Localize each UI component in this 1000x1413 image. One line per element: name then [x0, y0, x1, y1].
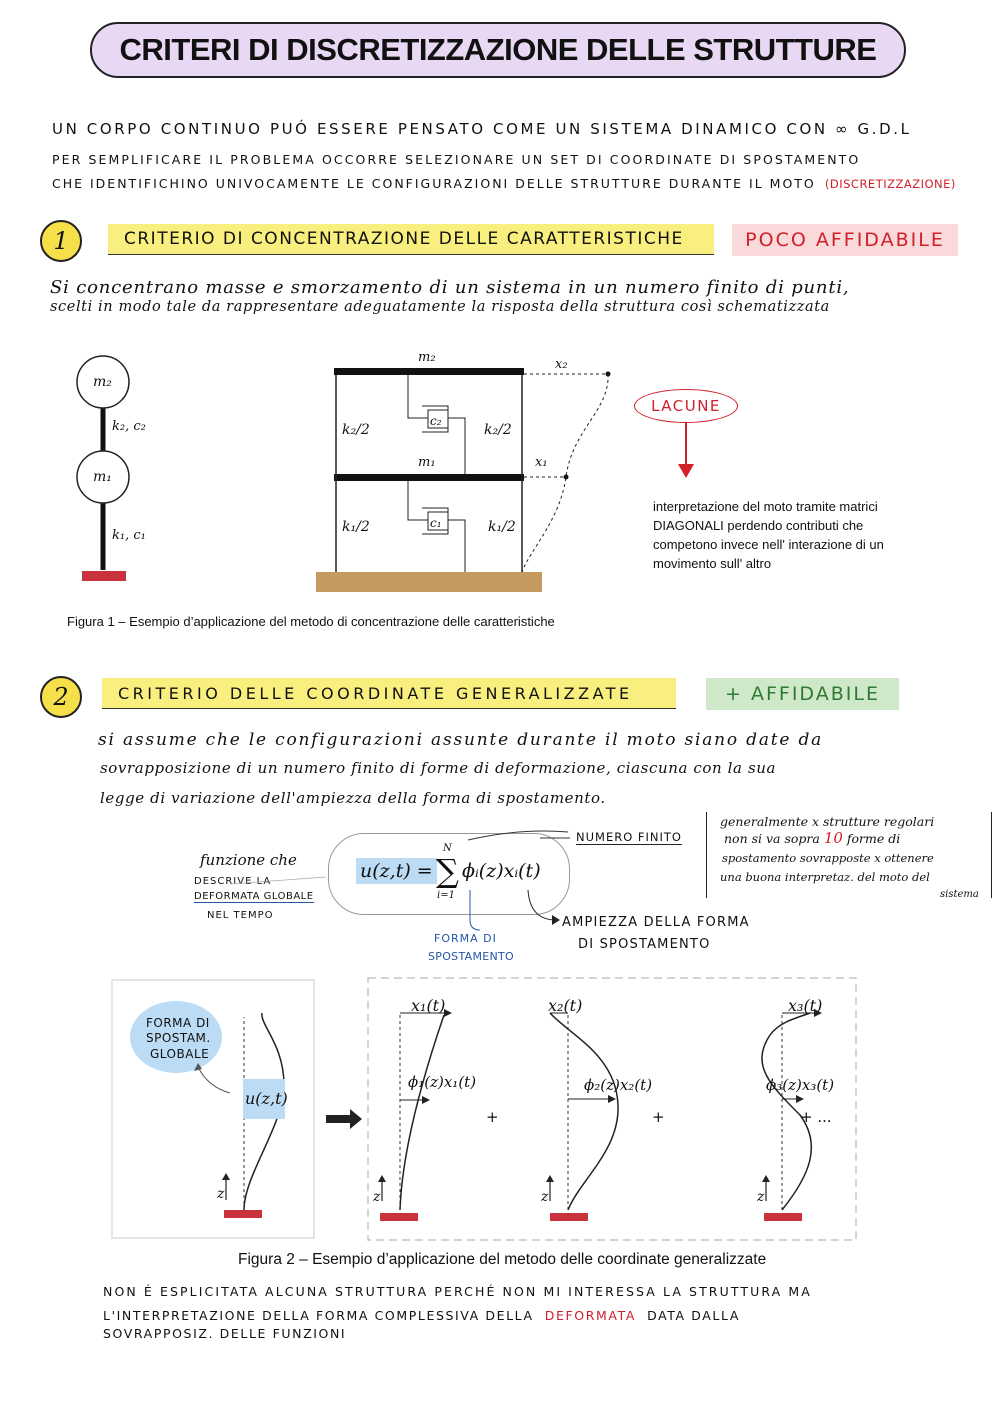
plus-sign-3: + ...	[800, 1108, 832, 1126]
section-2-text-2: sovrapposizione di un numero finito di f…	[100, 759, 777, 777]
side-note-b-number: 10	[823, 829, 843, 847]
section-1-badge: POCO AFFIDABILE	[732, 224, 958, 256]
fn-note-2: DESCRIVE LA	[194, 876, 272, 887]
lumped-mass-model	[76, 355, 130, 581]
intro-line-2: PER SEMPLIFICARE IL PROBLEMA OCCORRE SEL…	[52, 152, 861, 167]
section-2-text-1: si assume che le configurazioni assunte …	[98, 730, 824, 750]
x1t-label: x₁(t)	[411, 996, 446, 1015]
fn-note-3: DEFORMATA GLOBALE	[194, 891, 314, 903]
section-2-number: 2	[40, 676, 82, 718]
x3t-label: x₃(t)	[788, 996, 823, 1015]
stiffness-k1-right-label: k₁/2	[488, 519, 516, 535]
x2t-label: x₂(t)	[548, 996, 583, 1015]
sum-symbol: ∑	[436, 852, 459, 890]
forma-label-1: FORMA DI	[434, 932, 497, 945]
side-note-box	[706, 812, 992, 898]
phi3-label: ϕ₃(z)x₃(t)	[766, 1076, 835, 1094]
section-2-text-3: legge di variazione dell'ampiezza della …	[100, 789, 606, 807]
ampiezza-label-1: AMPIEZZA DELLA FORMA	[562, 915, 750, 930]
mass-m2-label: m₂	[93, 374, 112, 390]
generalized-coordinates-figure	[111, 977, 857, 1241]
bubble-line-2: SPOSTAM.	[146, 1031, 211, 1045]
displacement-x1-label: x₁	[535, 455, 548, 470]
damper-c2-label: c₂	[430, 414, 442, 428]
final-note-2c: DATA DALLA	[647, 1308, 740, 1323]
side-note-c: spostamento sovrapposte x ottenere	[722, 851, 934, 865]
damper-c1-label: c₁	[430, 516, 442, 530]
frame-m2-label: m₂	[418, 350, 436, 365]
spring-k1c1-label: k₁, c₁	[112, 528, 146, 543]
lacune-text: interpretazione del moto tramite matrici…	[653, 499, 884, 571]
final-note-1: NON É ESPLICITATA ALCUNA STRUTTURA PERCH…	[103, 1284, 812, 1299]
formula-lhs: u(z,t) =	[356, 858, 437, 884]
intro-line-3-note: (DISCRETIZZAZIONE)	[824, 177, 956, 191]
final-note-3: SOVRAPPOSIZ. DELLE FUNZIONI	[103, 1326, 347, 1341]
frame-m1-label: m₁	[418, 455, 436, 470]
figure-2-caption: Figura 2 – Esempio d’applicazione del me…	[238, 1251, 767, 1268]
page-title: CRITERI DI DISCRETIZZAZIONE DELLE STRUTT…	[90, 22, 906, 78]
side-note-b1: non si va sopra	[724, 831, 820, 846]
figure-1-caption: Figura 1 – Esempio d’applicazione del me…	[67, 614, 555, 629]
intro-line-3: CHE IDENTIFICHINO UNIVOCAMENTE LE CONFIG…	[52, 173, 992, 192]
fn-note-4: NEL TEMPO	[207, 910, 274, 921]
final-note-2-deformata: DEFORMATA	[544, 1308, 636, 1323]
lacune-arrow-icon	[678, 422, 694, 478]
bubble-line-1: FORMA DI	[146, 1016, 210, 1030]
stiffness-k1-left-label: k₁/2	[342, 519, 370, 535]
forma-label-2: SPOSTAMENTO	[428, 950, 514, 963]
formula-box	[328, 833, 570, 915]
phi2-label: ϕ₂(z)x₂(t)	[584, 1076, 653, 1094]
side-note-b: non si va sopra 10 forme di	[724, 830, 900, 847]
numero-finito-label: NUMERO FINITO	[576, 830, 682, 845]
section-1-number: 1	[40, 220, 82, 262]
section-2-badge: + AFFIDABILE	[706, 678, 899, 710]
intro-line-3-text: CHE IDENTIFICHINO UNIVOCAMENTE LE CONFIG…	[52, 176, 816, 191]
intro-line-1: UN CORPO CONTINUO PUÓ ESSERE PENSATO COM…	[52, 120, 912, 138]
formula-sum-top: N	[443, 843, 452, 854]
z-axis-label-3: z	[757, 1189, 765, 1205]
section-2-heading: CRITERIO DELLE COORDINATE GENERALIZZATE	[102, 678, 676, 709]
shear-frame-diagram	[316, 368, 611, 592]
stiffness-k2-left-label: k₂/2	[342, 422, 370, 438]
side-note-b2: forme di	[846, 831, 901, 846]
plus-sign-1: +	[486, 1108, 499, 1126]
z-axis-label-2: z	[541, 1189, 549, 1205]
bubble-line-3: GLOBALE	[150, 1047, 210, 1061]
spring-k2c2-label: k₂, c₂	[112, 419, 146, 434]
formula-sum-bottom: i=1	[437, 890, 455, 901]
side-note-d: una buona interpretaz. del moto del	[720, 870, 930, 884]
fn-note-1: funzione che	[200, 851, 297, 869]
final-note-2: L'INTERPRETAZIONE DELLA FORMA COMPLESSIV…	[103, 1305, 740, 1324]
uzt-label: u(z,t)	[245, 1089, 288, 1108]
section-1-heading: CRITERIO DI CONCENTRAZIONE DELLE CARATTE…	[108, 224, 714, 255]
section-1-text-1: Si concentrano masse e smorzamento di un…	[50, 277, 850, 298]
stiffness-k2-right-label: k₂/2	[484, 422, 512, 438]
section-1-text-2: scelti in modo tale da rappresentare ade…	[50, 299, 830, 315]
ampiezza-label-2: DI SPOSTAMENTO	[578, 937, 711, 952]
z-axis-label-1: z	[373, 1189, 381, 1205]
final-note-2a: L'INTERPRETAZIONE DELLA FORMA COMPLESSIV…	[103, 1308, 534, 1323]
plus-sign-2: +	[652, 1108, 665, 1126]
side-note-a: generalmente x strutture regolari	[720, 814, 935, 829]
mass-m1-label: m₁	[93, 469, 112, 485]
displacement-x2-label: x₂	[555, 357, 568, 372]
side-note-e: sistema	[940, 889, 979, 900]
formula-rhs: ϕᵢ(z)xᵢ(t)	[462, 860, 541, 882]
z-axis-label-0: z	[217, 1186, 225, 1202]
phi1-label: ϕ₁(z)x₁(t)	[408, 1073, 477, 1091]
